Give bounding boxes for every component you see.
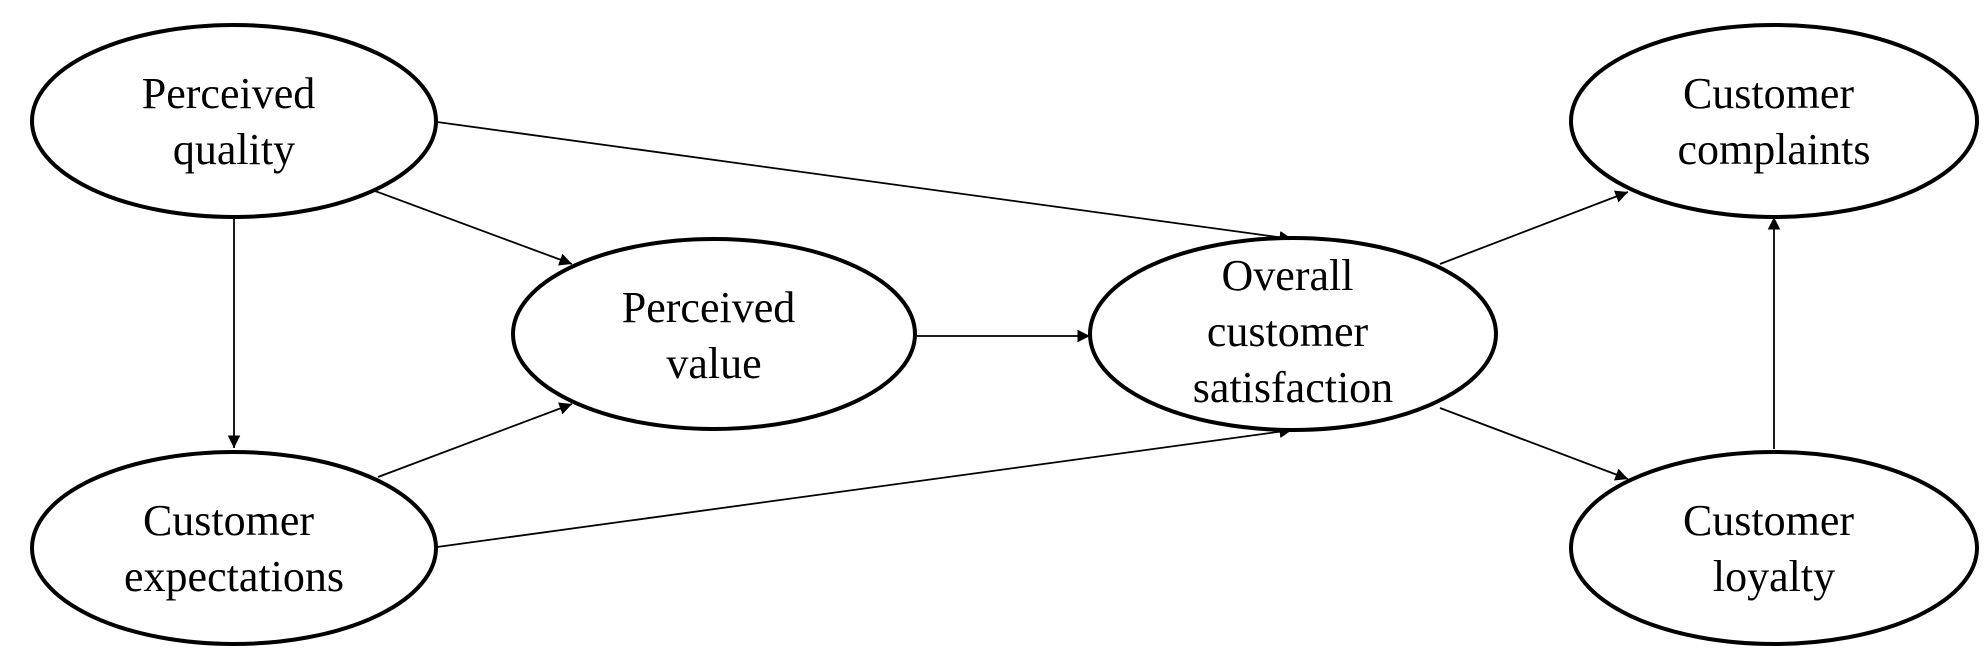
node-label-line: Customer	[1683, 496, 1854, 545]
node-customer-expectations-label: Customer expectations	[124, 496, 344, 601]
node-label-line: complaints	[1677, 125, 1870, 174]
node-label-line: Perceived	[622, 283, 795, 332]
edge-expectations-to-value	[377, 402, 573, 478]
node-overall-satisfaction-ellipse	[1088, 236, 1498, 432]
edge-expectations-to-satisfaction	[436, 425, 1293, 548]
edge-satisfaction-to-complaints	[1439, 190, 1629, 265]
node-overall-satisfaction-label: Overall customer satisfaction	[1193, 251, 1393, 412]
node-label-line: Customer	[143, 496, 314, 545]
node-customer-expectations-ellipse	[30, 450, 438, 646]
node-perceived-value: Perceived value	[511, 237, 917, 431]
node-perceived-quality-label: Perceived quality	[142, 69, 326, 174]
node-customer-expectations: Customer expectations	[30, 450, 438, 646]
edge-satisfaction-to-loyalty	[1439, 407, 1629, 481]
node-label-line: satisfaction	[1193, 363, 1393, 412]
node-customer-complaints-ellipse	[1569, 23, 1979, 219]
node-label-line: value	[666, 339, 761, 388]
node-perceived-value-ellipse	[511, 237, 917, 431]
node-label-line: customer	[1207, 307, 1369, 356]
node-customer-loyalty-ellipse	[1569, 450, 1979, 646]
node-perceived-quality-ellipse	[30, 23, 438, 219]
node-label-line: Customer	[1683, 69, 1854, 118]
node-label-line: Perceived	[142, 69, 315, 118]
node-customer-complaints-label: Customer complaints	[1677, 69, 1870, 174]
node-perceived-value-label: Perceived value	[622, 283, 806, 388]
node-perceived-quality: Perceived quality	[30, 23, 438, 219]
node-label-line: expectations	[124, 552, 344, 601]
edge-quality-to-value	[374, 190, 573, 266]
node-overall-satisfaction: Overall customer satisfaction	[1088, 236, 1498, 432]
node-label-line: Overall	[1222, 251, 1354, 300]
node-customer-loyalty: Customer loyalty	[1569, 450, 1979, 646]
edges	[227, 121, 1781, 548]
node-label-line: loyalty	[1713, 552, 1835, 601]
edge-quality-to-satisfaction	[436, 121, 1293, 244]
node-customer-loyalty-label: Customer loyalty	[1683, 496, 1865, 601]
node-label-line: quality	[173, 125, 295, 174]
node-customer-complaints: Customer complaints	[1569, 23, 1979, 219]
